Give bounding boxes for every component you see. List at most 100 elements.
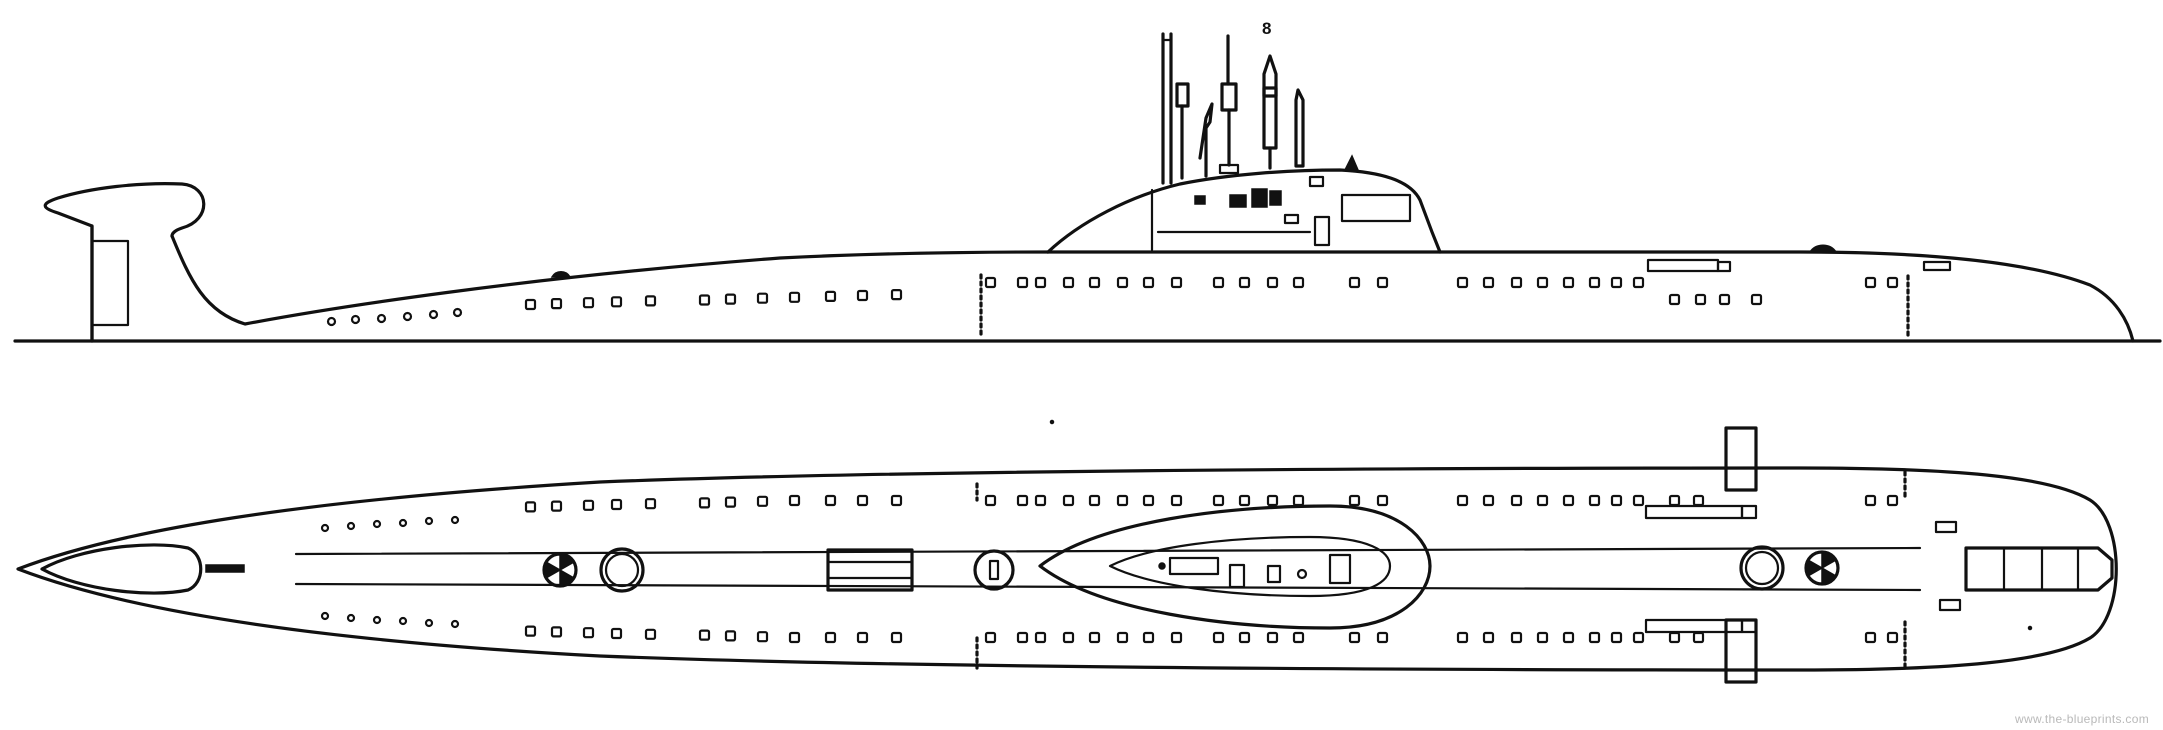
port-hole bbox=[1668, 631, 1681, 644]
top-hull-outline bbox=[16, 466, 2118, 672]
port-hole bbox=[450, 515, 460, 525]
sail-top-mast-base bbox=[1228, 563, 1246, 589]
port-hole bbox=[582, 297, 595, 309]
port-hole bbox=[424, 516, 434, 526]
sail-window bbox=[1340, 193, 1412, 223]
port-hole bbox=[1116, 494, 1129, 507]
port-hole bbox=[698, 629, 711, 641]
sail-bump bbox=[1343, 154, 1360, 171]
planes-housing-upper bbox=[1644, 504, 1744, 520]
bow-fitting bbox=[1938, 598, 1962, 612]
port-hole bbox=[1034, 276, 1047, 289]
port-hole bbox=[610, 296, 623, 308]
port-hole bbox=[1212, 494, 1225, 507]
port-hole bbox=[550, 626, 563, 638]
bow-fitting bbox=[1934, 520, 1958, 534]
watermark-text: www.the-blueprints.com bbox=[2015, 712, 2149, 726]
deck-line-lower bbox=[294, 582, 1922, 592]
port-hole bbox=[1348, 494, 1361, 507]
port-hole bbox=[824, 494, 837, 507]
escape-hatch-icon bbox=[1739, 545, 1785, 591]
port-hole bbox=[984, 276, 997, 289]
port-hole bbox=[824, 631, 837, 644]
port-hole bbox=[582, 627, 595, 639]
port-hole bbox=[376, 313, 387, 324]
port-hole bbox=[824, 290, 837, 302]
sheet-dot bbox=[2027, 625, 2033, 631]
access-hatch-icon bbox=[973, 549, 1015, 591]
port-hole bbox=[610, 498, 623, 511]
bow-fitting bbox=[1922, 260, 1952, 272]
port-hole bbox=[1456, 494, 1469, 507]
port-hole bbox=[1088, 631, 1101, 644]
sail-fitting bbox=[1194, 195, 1206, 205]
port-hole bbox=[1668, 494, 1681, 507]
planes-housing-end bbox=[1740, 504, 1758, 520]
port-hole bbox=[326, 316, 337, 327]
tube-cover bbox=[1646, 258, 1720, 273]
port-hole bbox=[398, 616, 408, 626]
stern-fin bbox=[43, 182, 206, 343]
port-hole bbox=[1536, 276, 1549, 289]
port-hole bbox=[856, 494, 869, 507]
port-hole bbox=[1536, 494, 1549, 507]
port-hole bbox=[788, 494, 801, 507]
sail-top-fitting bbox=[1296, 568, 1308, 580]
port-hole bbox=[1482, 494, 1495, 507]
port-hole bbox=[524, 625, 537, 637]
tube-cover-end bbox=[1716, 260, 1732, 273]
port-hole bbox=[644, 498, 657, 510]
port-hole bbox=[1750, 293, 1763, 306]
port-hole bbox=[1088, 276, 1101, 289]
sail-top-window bbox=[1328, 553, 1352, 585]
port-hole bbox=[1886, 276, 1899, 289]
port-hole bbox=[1170, 276, 1183, 289]
port-hole bbox=[1886, 494, 1899, 507]
port-hole bbox=[1016, 631, 1029, 644]
port-hole bbox=[1238, 631, 1251, 644]
port-hole bbox=[1062, 276, 1075, 289]
port-hole bbox=[1510, 494, 1523, 507]
port-hole bbox=[1266, 631, 1279, 644]
sail-top-mast-base bbox=[1266, 564, 1282, 584]
port-hole bbox=[582, 499, 595, 511]
sail-light bbox=[1308, 175, 1325, 188]
port-hole bbox=[1610, 494, 1623, 507]
port-hole bbox=[890, 631, 903, 644]
port-hole bbox=[1116, 276, 1129, 289]
bow-plane-upper bbox=[1724, 426, 1758, 492]
sail-light bbox=[1283, 213, 1300, 225]
periscope-mast bbox=[1198, 102, 1214, 178]
port-hole bbox=[1588, 494, 1601, 507]
port-hole bbox=[1034, 631, 1047, 644]
vent-fan-icon bbox=[542, 552, 578, 588]
port-hole bbox=[984, 494, 997, 507]
port-hole bbox=[1510, 276, 1523, 289]
sail-hatch bbox=[1313, 215, 1331, 247]
vent-fan-icon bbox=[1804, 550, 1840, 586]
deck-hatch bbox=[550, 271, 572, 278]
top-sail-inner bbox=[1108, 535, 1392, 598]
top-stern-pod bbox=[40, 543, 203, 595]
side-port-row bbox=[326, 276, 1899, 327]
port-hole bbox=[1610, 276, 1623, 289]
port-hole bbox=[398, 518, 408, 528]
port-hole bbox=[1588, 631, 1601, 644]
side-hull-outline bbox=[170, 234, 2135, 343]
port-hole bbox=[644, 628, 657, 640]
sail-fitting bbox=[1251, 188, 1268, 208]
escape-hatch-icon bbox=[599, 547, 645, 593]
antenna-mast-head bbox=[1220, 82, 1238, 112]
port-hole bbox=[1376, 631, 1389, 644]
port-hole bbox=[1588, 276, 1601, 289]
port-hole bbox=[1864, 494, 1877, 507]
port-hole bbox=[1088, 494, 1101, 507]
port-hole bbox=[1632, 276, 1645, 289]
port-hole bbox=[1266, 494, 1279, 507]
sail-fitting bbox=[1229, 194, 1247, 208]
sheet-dot bbox=[1049, 419, 1055, 425]
port-hole bbox=[372, 519, 382, 529]
port-hole bbox=[1142, 494, 1155, 507]
sail-fitting bbox=[1269, 190, 1282, 206]
